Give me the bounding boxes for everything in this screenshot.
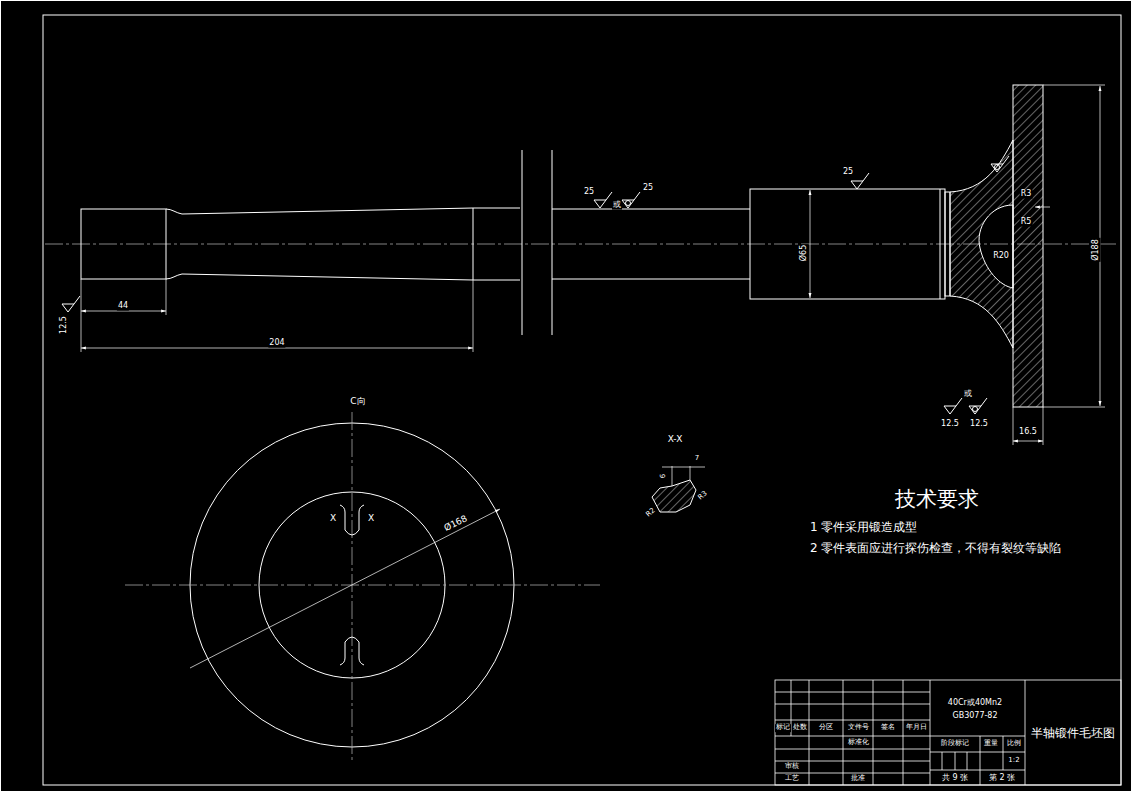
dimension-line — [81, 348, 473, 349]
dimension-value: Ø65 — [800, 244, 809, 262]
scale-cell: 1:2 — [1007, 757, 1020, 765]
table-cell: 标准化 — [847, 739, 870, 747]
requirements-heading: 技术要求 — [894, 488, 980, 511]
roughness-circle — [973, 407, 978, 412]
title-block-border — [775, 680, 1121, 785]
table-line — [930, 680, 1025, 785]
roughness-value: 25 — [583, 188, 595, 197]
table-line — [930, 736, 1025, 785]
requirement-note: 2 零件表面应进行探伤检查，不得有裂纹等缺陷 — [809, 542, 1062, 555]
center-line — [125, 585, 600, 586]
dimension-value: 6 — [660, 473, 668, 479]
table-line — [791, 680, 903, 785]
table-cell: 工艺 — [784, 775, 800, 783]
section-mark: X — [329, 514, 337, 524]
leader-line — [1035, 207, 1050, 208]
dimension-line — [190, 509, 500, 668]
section-label: X-X — [667, 435, 684, 445]
radius-value: R5 — [1020, 218, 1033, 227]
table-cell: 处数 — [792, 724, 808, 732]
shaft-step — [945, 192, 950, 296]
dimension-line — [810, 190, 811, 298]
dimension-line — [81, 311, 166, 312]
table-cell: 重量 — [983, 740, 999, 748]
table-cell: 批准 — [850, 775, 866, 783]
alternative-word: 或 — [963, 390, 973, 399]
break-line — [552, 150, 553, 335]
table-cell: 年月日 — [905, 724, 928, 732]
shaft-collar — [750, 189, 945, 299]
radius-value: R3 — [1020, 190, 1033, 199]
section-mark: X — [367, 514, 375, 524]
roughness-circle — [626, 201, 631, 206]
dimension-line — [1013, 441, 1043, 442]
dimension-value: 204 — [268, 339, 285, 348]
dimension-line — [662, 467, 705, 468]
sheet-number: 第 2 张 — [988, 774, 1016, 783]
flange-transition-section — [950, 140, 1013, 348]
taper-section — [166, 208, 473, 280]
extension-line — [1043, 85, 1105, 407]
slot-section — [652, 480, 696, 512]
extension-line — [672, 466, 690, 486]
dimension-value: 44 — [117, 302, 129, 311]
title-block — [775, 680, 1121, 785]
shaft-section — [473, 208, 520, 280]
sheet-count: 共 9 张 — [941, 774, 969, 783]
roughness-value: 25 — [642, 184, 654, 193]
shaft-section — [552, 209, 750, 279]
dimension-value: 16.5 — [1018, 428, 1038, 437]
extension-line — [81, 279, 473, 352]
table-cell: 签名 — [880, 724, 896, 732]
key-slot — [340, 505, 364, 535]
drawing-frame — [43, 15, 1121, 785]
center-line — [352, 412, 353, 760]
chamfer-line — [940, 189, 941, 299]
flange-section — [1013, 85, 1043, 407]
dimension-value: Ø168 — [442, 514, 470, 535]
view-label: C向 — [349, 397, 366, 407]
roughness-symbol — [594, 192, 612, 208]
radius-value: R3 — [696, 489, 710, 502]
break-line — [522, 150, 523, 335]
key-slot — [340, 637, 364, 665]
table-cell: 分区 — [818, 724, 834, 732]
requirement-note: 1 零件采用锻造成型 — [809, 521, 918, 534]
table-cell: 审核 — [784, 763, 800, 771]
material-cell: 40Cr或40Mn2 — [947, 699, 1003, 708]
roughness-symbol — [622, 192, 640, 208]
roughness-value: 12.5 — [60, 315, 69, 335]
standard-cell: GB3077-82 — [951, 712, 998, 721]
roughness-value: 12.5 — [940, 420, 960, 429]
roughness-value: 12.5 — [969, 420, 989, 429]
roughness-symbol — [944, 398, 962, 414]
roughness-value: 25 — [842, 168, 854, 177]
extension-line — [1013, 407, 1043, 445]
dimension-value: 7 — [694, 455, 700, 463]
table-cell: 比例 — [1006, 740, 1022, 748]
table-cell: 文件号 — [847, 724, 870, 732]
roughness-symbol — [969, 398, 987, 414]
shaft-end — [81, 209, 166, 279]
dimension-value: Ø188 — [1092, 238, 1101, 262]
roughness-symbol — [62, 296, 80, 312]
radius-value: R20 — [992, 252, 1010, 261]
table-cell: 标记 — [775, 724, 791, 732]
alternative-word: 或 — [612, 201, 622, 210]
roughness-circle — [995, 165, 1000, 170]
drawing-title: 半轴锻件毛坯图 — [1030, 727, 1116, 740]
roughness-symbol — [991, 156, 1009, 172]
table-cell: 阶段标记 — [940, 740, 970, 748]
radius-value: R2 — [644, 506, 658, 519]
table-line — [775, 692, 930, 773]
